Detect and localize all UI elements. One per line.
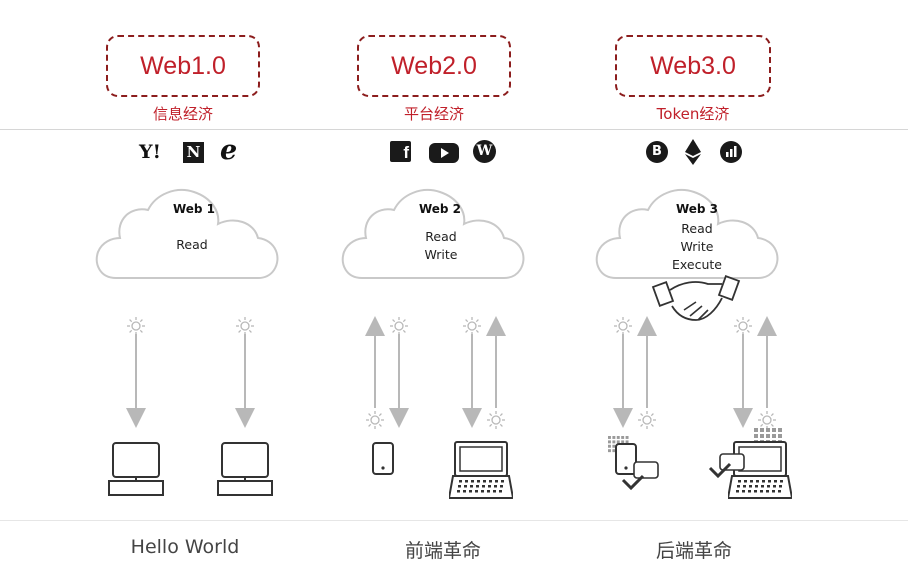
web2-generation-box: Web2.0: [357, 35, 511, 97]
web2-phone-icon: [372, 442, 394, 475]
web2-economy-label: 平台经济: [403, 105, 464, 123]
web1-caption: Hello World: [130, 536, 240, 558]
web3-uplink-arrow-2: [757, 316, 777, 430]
bitcoin-icon: B: [646, 141, 668, 163]
web2-downlink-arrow-1: [389, 316, 409, 428]
web2-uplink-arrow-2: [486, 316, 506, 430]
wordpress-icon: W: [473, 140, 496, 163]
web3-uplink-arrow-1: [637, 316, 657, 430]
web3-economy-label: Token经济: [656, 105, 730, 123]
web3-phone-wallet-icon: [608, 436, 659, 491]
youtube-icon: [429, 143, 459, 167]
facebook-icon: f: [390, 141, 411, 162]
web2-uplink-arrow-1: [365, 316, 385, 430]
web1-economy-label: 信息经济: [152, 105, 213, 123]
web1-cloud-title: Web 1: [173, 202, 215, 216]
web3-cloud-title: Web 3: [676, 202, 718, 216]
top-divider: [0, 129, 908, 130]
bottom-divider: [0, 520, 908, 521]
web1-downlink-arrow-left: [126, 316, 146, 428]
web2-laptop-icon: [449, 441, 513, 499]
web1-capability-read: Read: [176, 237, 207, 252]
web1-desktop-icon-left: [108, 442, 164, 496]
web3-laptop-wallet-icon: [708, 428, 792, 499]
web3-capability-read: Read: [681, 221, 712, 236]
web2-cloud-title: Web 2: [419, 202, 461, 216]
yahoo-icon: Y!: [139, 141, 161, 163]
web3-downlink-arrow-1: [613, 316, 633, 428]
chart-token-icon: [720, 141, 742, 167]
web2-cloud: Web 2 Read Write: [341, 189, 525, 279]
web2-capability-read: Read: [425, 229, 456, 244]
web3-capability-execute: Execute: [672, 257, 722, 272]
web3-capability-write: Write: [680, 239, 713, 254]
web2-downlink-arrow-2: [462, 316, 482, 428]
web1-generation-label: Web1.0: [140, 51, 226, 80]
ethereum-icon: [685, 139, 701, 169]
web1-cloud: Web 1 Read: [95, 189, 279, 279]
web3-generation-label: Web3.0: [650, 51, 736, 80]
web3-generation-box: Web3.0: [615, 35, 771, 97]
web2-capability-write: Write: [424, 247, 457, 262]
web2-generation-label: Web2.0: [391, 51, 477, 80]
web3-caption: 后端革命: [655, 540, 732, 562]
internet-explorer-icon: e: [220, 135, 238, 166]
web1-generation-box: Web1.0: [106, 35, 260, 97]
web1-desktop-icon-right: [217, 442, 273, 496]
web3-downlink-arrow-2: [733, 316, 753, 428]
web2-caption: 前端革命: [404, 540, 481, 562]
handshake-icon: [651, 275, 741, 321]
web3-cloud: Web 3 Read Write Execute: [595, 189, 779, 279]
web1-downlink-arrow-right: [235, 316, 255, 428]
netscape-icon: N: [183, 142, 204, 163]
